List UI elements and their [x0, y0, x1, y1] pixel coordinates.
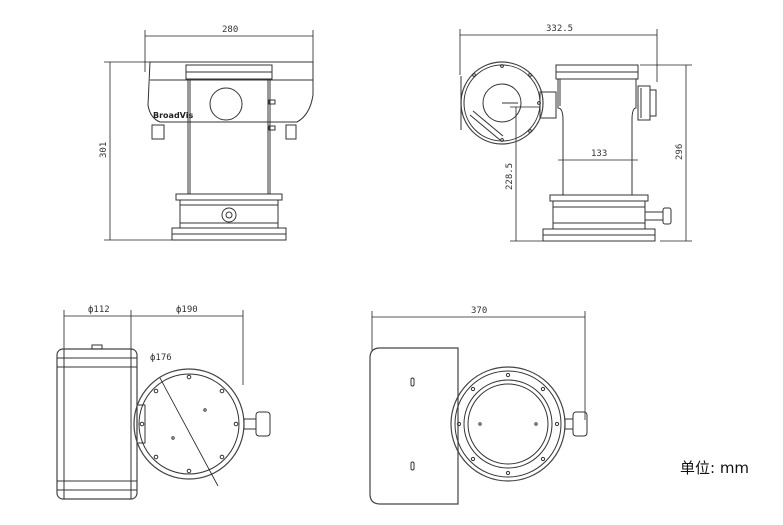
side-gland [644, 211, 664, 221]
dim-top-inner-dia: ф176 [150, 353, 172, 363]
dim-line-top-inner [159, 377, 219, 487]
dim-top-base-dia: ф190 [176, 305, 198, 315]
dim-front-height: 301 [99, 142, 109, 158]
top-gland [255, 411, 271, 437]
bottom-view: 370 [369, 306, 588, 505]
bottom-housing [369, 347, 459, 505]
unit-label: 单位: mm [680, 459, 750, 477]
side-base-body [552, 200, 646, 230]
top-housing [56, 348, 138, 500]
dim-inner: 133 [591, 149, 607, 159]
base-body [179, 199, 279, 229]
dim-side-width: 332.5 [546, 24, 573, 34]
left-knob [151, 124, 165, 140]
dim-side-height: 296 [675, 144, 685, 160]
side-body [557, 78, 637, 196]
bottom-gland [572, 411, 588, 437]
side-view: 332.5 296 228.5 133 [459, 24, 692, 242]
right-knob [285, 124, 297, 140]
top-base-circle [133, 368, 245, 480]
top-view: ф112 ф190 ф176 [56, 305, 271, 500]
dim-top-housing-dia: ф112 [88, 305, 110, 315]
front-view: 280 301 BroadVis [99, 25, 314, 241]
brand-label: BroadVis [153, 111, 193, 120]
dim-bottom-width: 370 [471, 306, 487, 316]
housing-hood [147, 61, 314, 123]
wiper-arm [469, 114, 501, 141]
front-window [209, 87, 243, 121]
central-body [187, 78, 271, 195]
dim-lens-height: 228.5 [505, 163, 515, 190]
dim-front-width: 280 [222, 25, 238, 35]
base-connector [221, 207, 237, 223]
housing-lens [482, 83, 522, 123]
side-port [637, 85, 651, 121]
base-flange-top [175, 193, 283, 201]
